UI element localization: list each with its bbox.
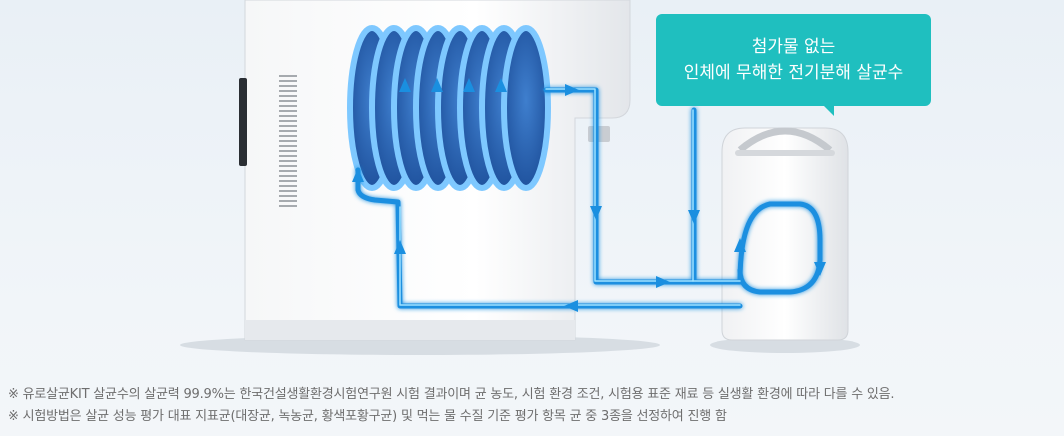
arrow-up — [352, 168, 364, 182]
faucet-nozzle — [588, 126, 610, 142]
arrow-up — [734, 238, 746, 252]
footnotes: ※ 유로살균KIT 살균수의 살균력 99.9%는 한국건설생활환경시험연구원 … — [8, 384, 1058, 428]
arrow-down — [590, 206, 602, 220]
kit-shadow — [710, 337, 860, 353]
side-handle — [239, 78, 247, 166]
purifier-diagram — [180, 0, 860, 355]
callout-bubble: 첨가물 없는 인체에 무해한 전기분해 살균수 — [656, 14, 931, 116]
footnote-1: ※ 유로살균KIT 살균수의 살균력 99.9%는 한국건설생활환경시험연구원 … — [8, 387, 895, 402]
arrow-up — [394, 240, 406, 254]
sterilization-kit — [721, 127, 849, 341]
cooling-coil — [347, 25, 551, 191]
callout-line-2: 인체에 무해한 전기분해 살균수 — [683, 63, 904, 83]
vent-grille — [279, 75, 297, 207]
arrow-down — [688, 210, 700, 224]
flow-arrows — [352, 84, 826, 312]
arrow-left — [564, 300, 578, 312]
arrow-down — [814, 262, 826, 276]
arrow-right — [656, 276, 670, 288]
footnote-2: ※ 시험방법은 살균 성능 평가 대표 지표균(대장균, 녹농균, 황색포황구균… — [8, 409, 727, 424]
arrow-right — [565, 84, 579, 96]
callout-line-1: 첨가물 없는 — [751, 37, 836, 57]
